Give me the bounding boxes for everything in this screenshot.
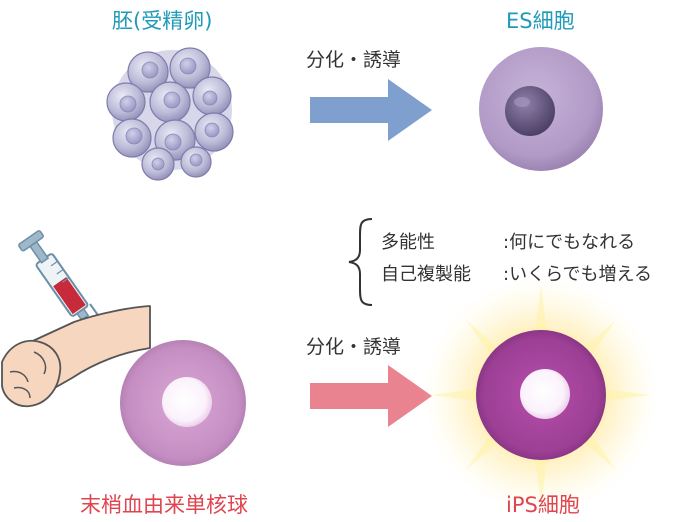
embryo-label: 胚(受精卵) (112, 9, 213, 33)
self-renewal-desc: :いくらでも増える (503, 264, 652, 285)
bottom-arrow-label: 分化・誘導 (306, 336, 402, 358)
blood-cell-illustration (120, 340, 246, 466)
arm-illustration (1, 305, 151, 408)
pluripotency-term: 多能性 (381, 232, 435, 253)
self-renewal-term: 自己複製能 (381, 264, 471, 285)
ips-cell-label: iPS細胞 (506, 493, 580, 517)
ips-cell-illustration (423, 277, 659, 513)
bottom-arrow (310, 365, 432, 427)
embryo-illustration (106, 47, 234, 181)
top-arrow (310, 79, 432, 141)
syringe-illustration (18, 230, 101, 322)
pluripotency-desc: :何にでもなれる (503, 232, 636, 253)
property-brace (348, 218, 373, 306)
es-cell-illustration (479, 47, 603, 171)
es-cell-label: ES細胞 (506, 9, 575, 33)
blood-cell-label: 末梢血由来単核球 (80, 493, 248, 517)
top-arrow-label: 分化・誘導 (306, 49, 402, 71)
